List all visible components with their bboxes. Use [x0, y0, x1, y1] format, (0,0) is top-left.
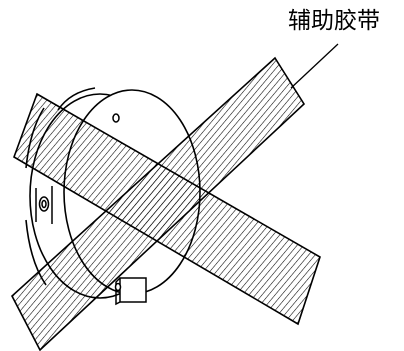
top-hole — [112, 113, 120, 123]
device-details — [35, 113, 147, 306]
tape-callout-label: 辅助胶带 — [288, 8, 380, 34]
bottom-hole — [114, 282, 122, 292]
connector-block — [119, 277, 147, 303]
callout-leader-line — [290, 43, 339, 89]
tape-strip-2 — [11, 56, 306, 351]
